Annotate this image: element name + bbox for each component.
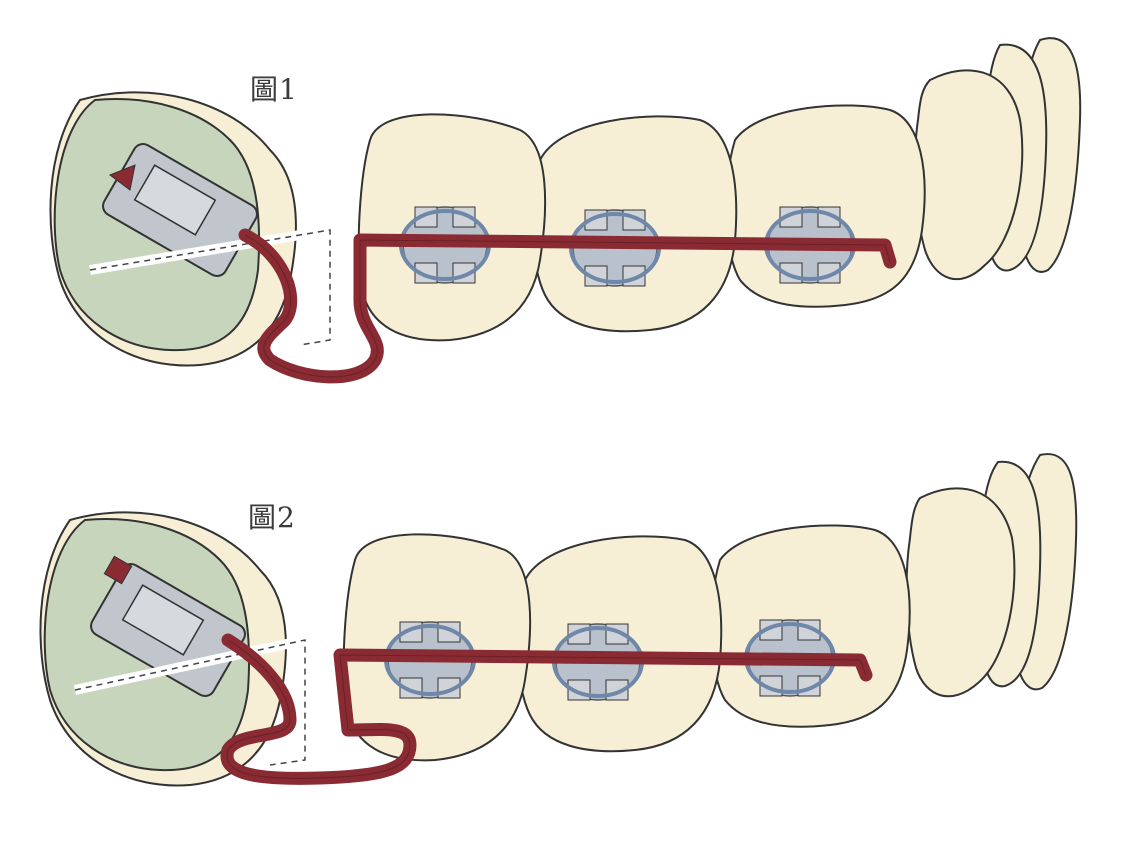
- screw-head: [133, 164, 217, 236]
- screw-head: [121, 584, 205, 656]
- arrow-icon: [108, 164, 136, 191]
- figure-1: [49, 37, 1082, 384]
- teeth-row: [342, 453, 1078, 762]
- archwire-outline: [244, 234, 891, 378]
- canine-tooth: [905, 487, 1016, 698]
- miniscrew-area: [49, 91, 335, 367]
- miniscrew-area: [39, 511, 310, 787]
- figure-2-label: 圖2: [248, 501, 296, 534]
- brackets: [384, 619, 836, 701]
- archwire-outline: [226, 639, 867, 779]
- canine-tooth: [913, 69, 1024, 281]
- marker-icon: [103, 555, 133, 585]
- figure-2: [39, 453, 1078, 787]
- bracket: [384, 621, 476, 699]
- figure-1-label: 圖1: [250, 73, 298, 106]
- dashed-guide-outline: [89, 229, 331, 346]
- teeth-row: [357, 37, 1082, 342]
- dashed-guide: [73, 633, 310, 770]
